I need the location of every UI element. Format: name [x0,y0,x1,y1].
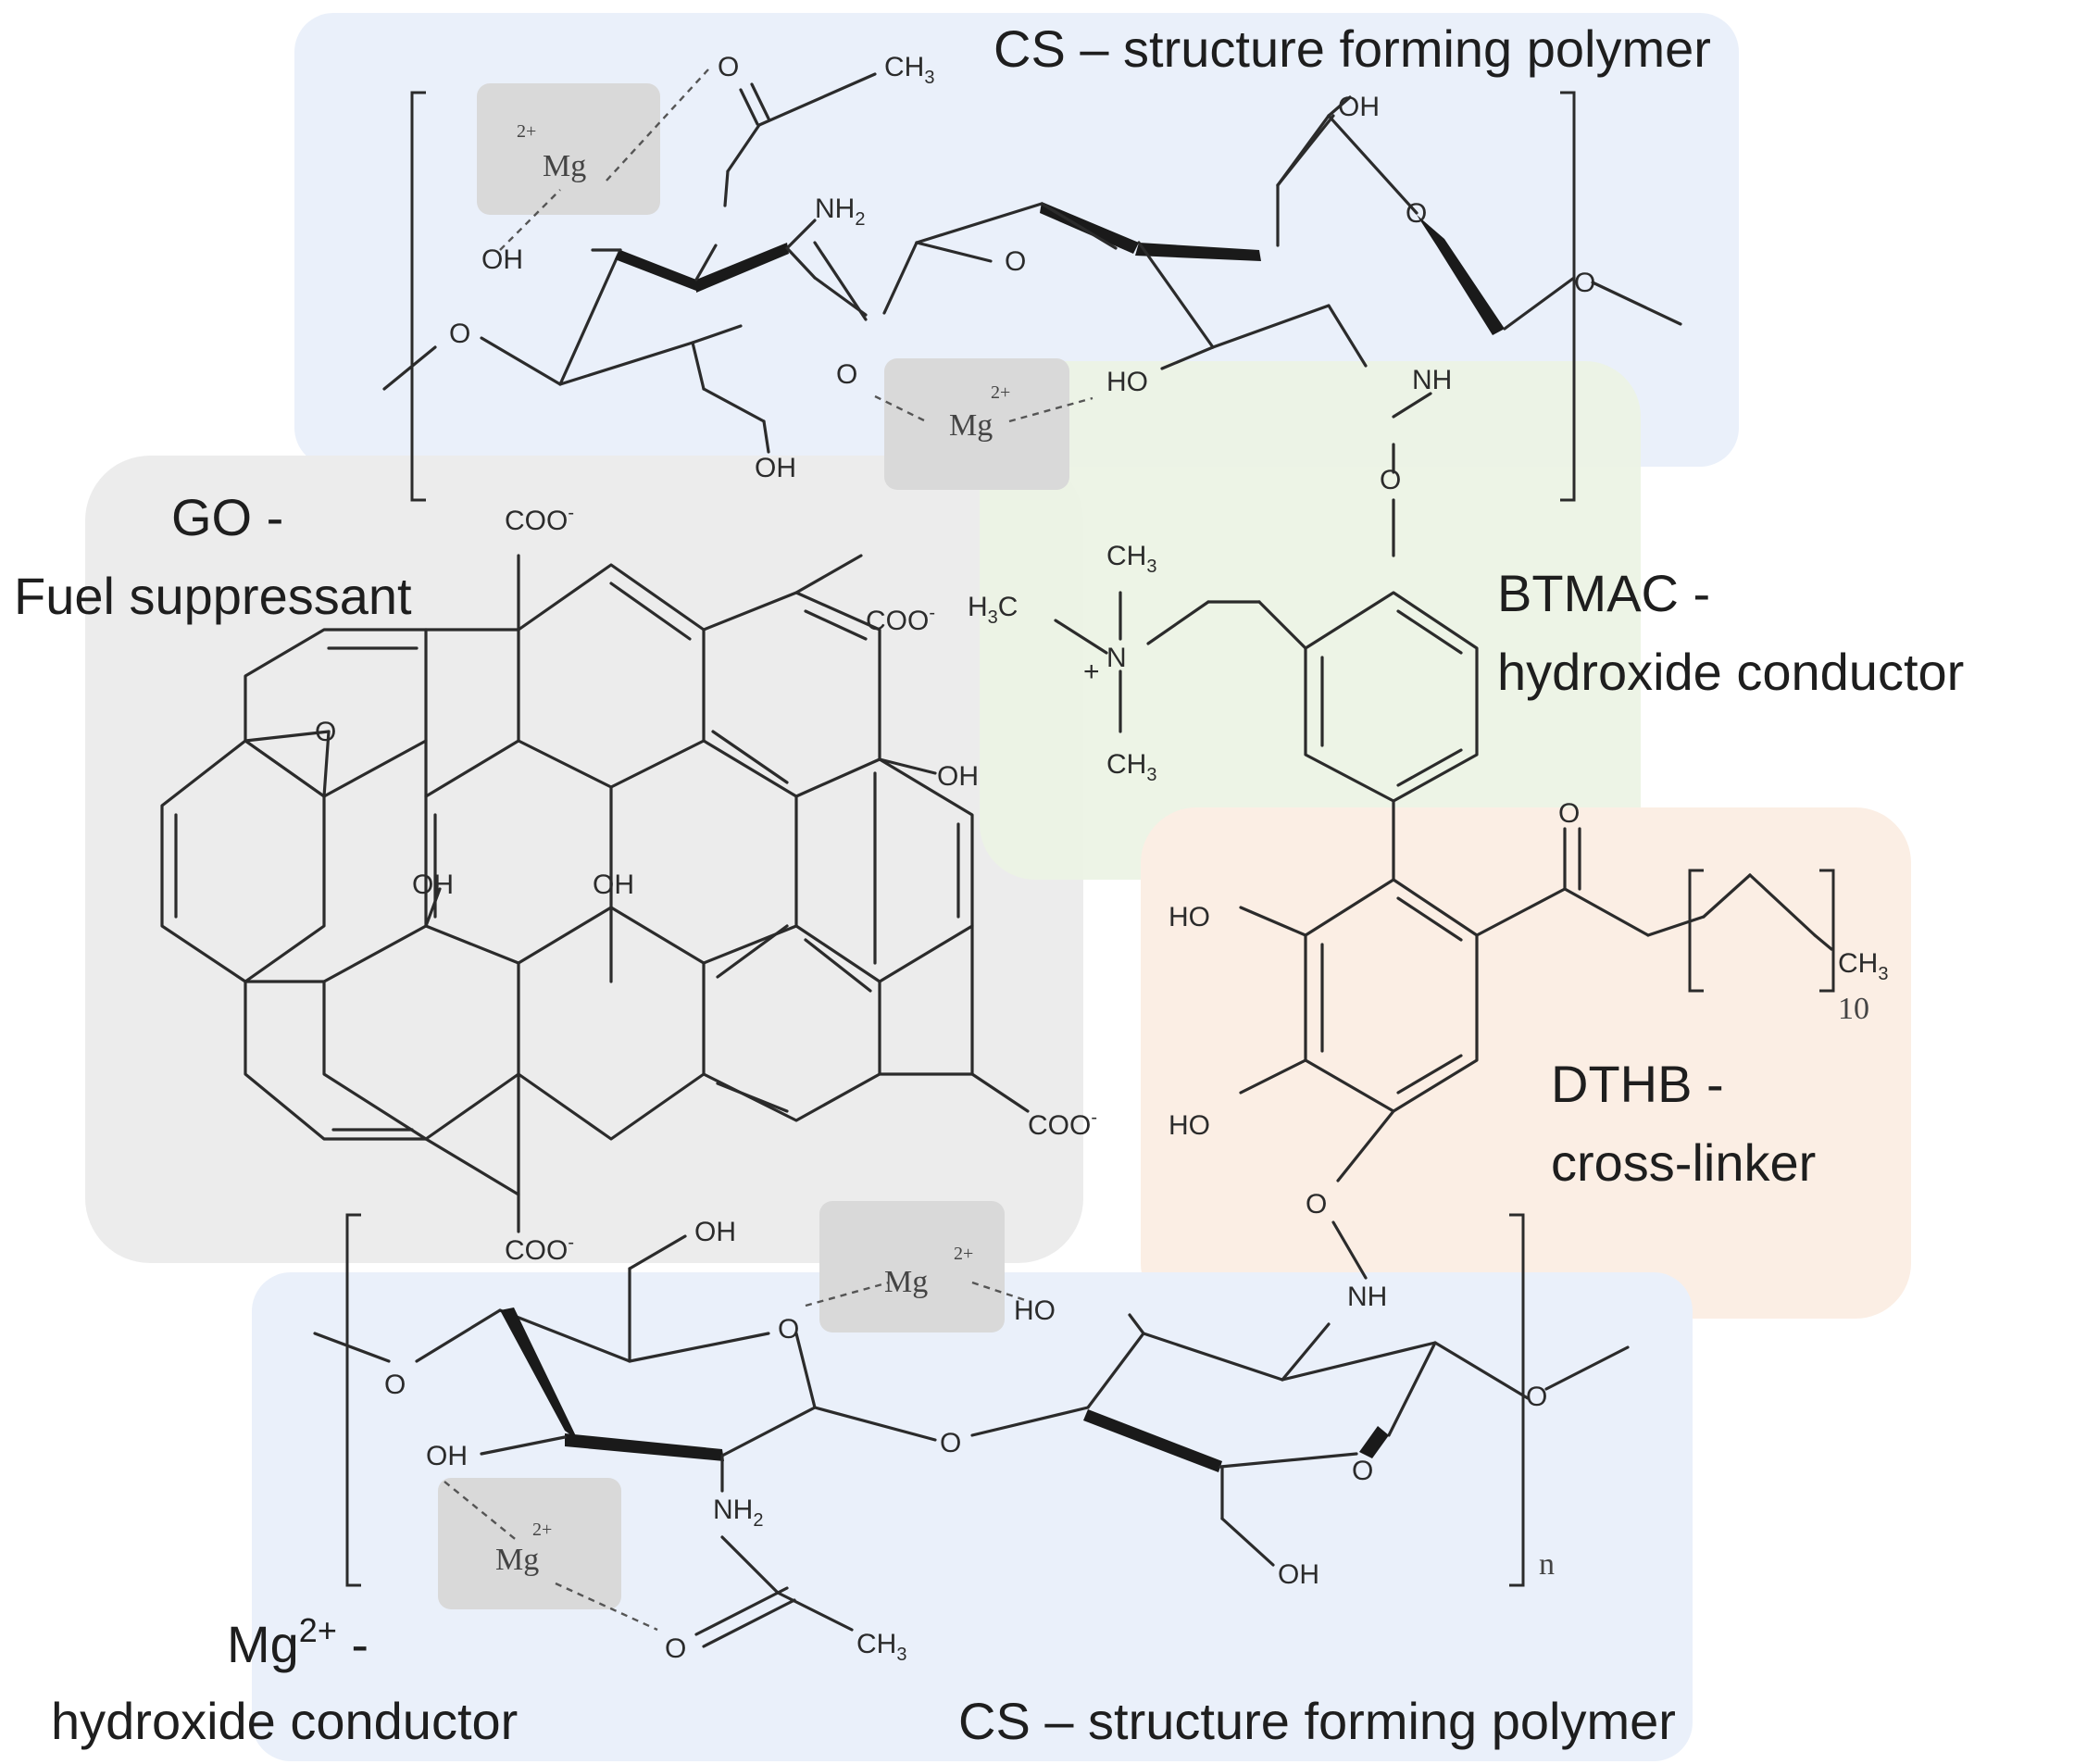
svg-text:O: O [778,1314,799,1345]
svg-text:NH2: NH2 [815,194,865,230]
svg-text:+: + [1083,657,1100,687]
svg-text:H3C: H3C [968,592,1018,628]
svg-text:OH: OH [1278,1559,1319,1590]
svg-text:NH: NH [1412,365,1452,395]
svg-text:OH: OH [593,869,634,900]
svg-text:CH3: CH3 [1838,948,1888,984]
btmac-structure: CH3 H3C N + CH3 [968,541,1479,882]
svg-text:O: O [449,319,470,349]
mg-label-line2: hydroxide conductor [51,1692,518,1750]
cs-top-label: CS – structure forming polymer [994,19,1711,78]
svg-text:O: O [1526,1382,1547,1412]
svg-text:O: O [1558,798,1580,829]
svg-text:Mg: Mg [543,149,586,183]
svg-text:10: 10 [1838,992,1869,1026]
cs-bottom-region [252,1272,1693,1761]
svg-text:2+: 2+ [954,1244,973,1264]
svg-text:2+: 2+ [532,1520,552,1540]
svg-text:N: N [1106,643,1127,673]
svg-text:Mg: Mg [495,1543,539,1577]
svg-text:O: O [940,1428,961,1458]
svg-text:O: O [1352,1456,1373,1486]
svg-text:CH3: CH3 [1106,749,1156,785]
svg-text:2+: 2+ [991,382,1010,403]
svg-text:HO: HO [1168,1110,1210,1141]
svg-text:n: n [1539,1547,1555,1582]
svg-text:OH: OH [481,244,523,275]
mg-box-bottom-left [438,1478,621,1609]
svg-text:2+: 2+ [517,121,536,142]
svg-text:O: O [836,359,857,390]
svg-text:O: O [1380,465,1401,495]
svg-text:OH: OH [694,1217,736,1247]
svg-text:Mg: Mg [949,408,993,443]
btmac-label-line1: BTMAC - [1497,564,1710,622]
svg-text:OH: OH [937,761,979,792]
cs-bottom-label: CS – structure forming polymer [958,1692,1676,1750]
svg-text:CH3: CH3 [856,1629,906,1665]
svg-text:O: O [1406,198,1427,229]
svg-text:O: O [1005,246,1026,277]
svg-text:OH: OH [755,453,796,483]
svg-text:O: O [384,1370,406,1400]
mg-box-top-mid [884,358,1069,490]
svg-text:HO: HO [1106,367,1148,397]
go-structure: O OH OH OH COO- COO- COO- COO- [160,503,1097,1266]
mg-label-line1: Mg2+ - [227,1611,369,1673]
bracket-top-right [1560,91,1576,502]
svg-text:CH3: CH3 [1106,541,1156,577]
svg-text:O: O [1306,1189,1327,1220]
svg-text:O: O [315,717,336,747]
go-label-line1: GO - [171,488,283,546]
svg-text:Mg: Mg [884,1265,928,1299]
dthb-label-line2: cross-linker [1551,1133,1816,1192]
svg-text:COO-: COO- [866,603,935,636]
svg-text:HO: HO [1014,1295,1056,1326]
svg-text:NH: NH [1347,1282,1387,1312]
go-label-line2: Fuel suppressant [14,567,412,625]
mg-box-top-left [477,83,660,215]
svg-text:OH: OH [1338,92,1380,122]
svg-text:HO: HO [1168,902,1210,932]
dthb-region [1141,807,1911,1319]
svg-text:O: O [718,52,739,82]
svg-text:CH3: CH3 [884,52,934,88]
dthb-structure: O CH3 10 HO HO O [1168,798,1888,1280]
go-region [85,456,1083,1263]
dthb-label-line1: DTHB - [1551,1055,1724,1113]
svg-text:O: O [1574,268,1595,298]
cs-top-structure: O CH3 NH2 OH O O OH O HO OH O O NH 2+ Mg… [382,52,1682,502]
bracket-bottom-right [1509,1213,1525,1587]
svg-text:NH2: NH2 [713,1495,763,1531]
svg-text:O: O [665,1633,686,1664]
mg-box-bottom-mid [819,1201,1005,1332]
svg-text:COO-: COO- [505,1232,574,1266]
svg-text:COO-: COO- [505,503,574,536]
svg-text:COO-: COO- [1028,1107,1097,1141]
svg-text:OH: OH [426,1441,468,1471]
svg-text:OH: OH [412,869,454,900]
btmac-label-line2: hydroxide conductor [1497,643,1964,701]
bracket-bottom-left [345,1213,361,1587]
cs-bottom-structure: n [313,1213,1630,1665]
bracket-top-left [410,91,426,502]
